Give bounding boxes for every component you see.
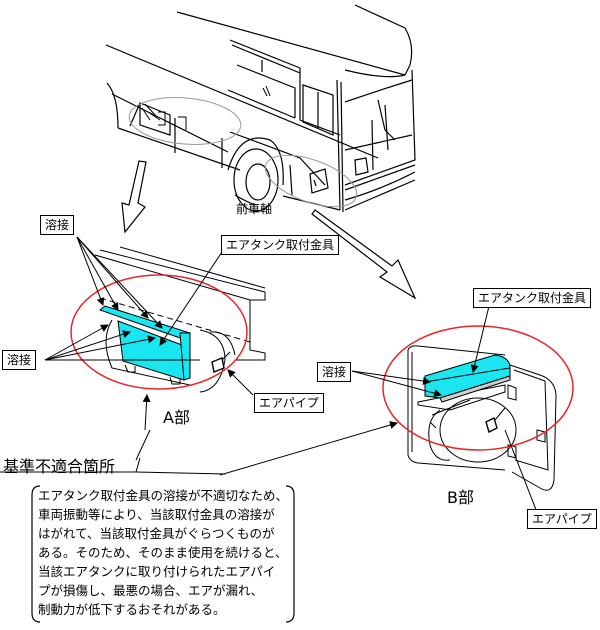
arrow-to-part-b bbox=[311, 209, 417, 300]
nonconforming-label: 基準不適合箇所 bbox=[3, 457, 116, 476]
description-line: プが損傷し、最悪の場合、エアが漏れ、 bbox=[38, 583, 264, 598]
description-line: 当該エアタンクに取り付けられたエアパイ bbox=[38, 564, 276, 579]
part-a-drawing bbox=[94, 246, 266, 393]
part-a-bracket-label: エアタンク取付金具 bbox=[221, 235, 340, 255]
description-line: 制動力が低下するおそれがある。 bbox=[38, 602, 226, 617]
defect-description: エアタンク取付金具の溶接が不適切なため、 車両振動等により、当該取付金具の溶接が… bbox=[32, 483, 294, 621]
bus-illustration bbox=[105, 4, 416, 213]
description-line: ある。そのため、そのまま使用を続けると、 bbox=[38, 545, 288, 560]
part-a-weld-left-label: 溶接 bbox=[2, 350, 37, 370]
part-b-pipe-label: エアパイプ bbox=[527, 509, 597, 529]
front-axle-label: 前車軸 bbox=[236, 202, 273, 216]
part-b-bracket-label: エアタンク取付金具 bbox=[473, 288, 592, 308]
part-b-title: B部 bbox=[447, 488, 474, 507]
description-line: 車両振動等により、当該取付金具の溶接が bbox=[38, 507, 275, 522]
arrow-to-part-a bbox=[121, 160, 147, 234]
part-b-drawing bbox=[407, 345, 557, 491]
part-a-pipe-label: エアパイプ bbox=[254, 393, 324, 413]
part-a-weld-top-label: 溶接 bbox=[40, 215, 75, 235]
part-a-bracket bbox=[98, 305, 191, 381]
description-line: エアタンク取付金具の溶接が不適切なため、 bbox=[38, 488, 289, 503]
description-line: はがれて、当該取付金具がぐらつくものが bbox=[38, 526, 275, 541]
part-b-weld-label: 溶接 bbox=[317, 362, 352, 382]
part-b-bracket bbox=[424, 354, 511, 403]
part-a-title: A部 bbox=[163, 408, 190, 427]
